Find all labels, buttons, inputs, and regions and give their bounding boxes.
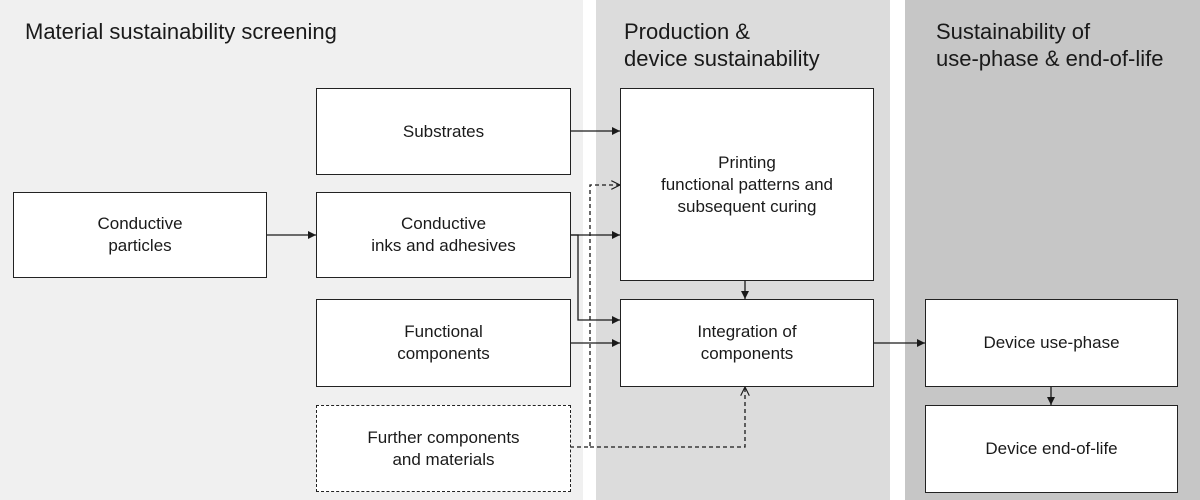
arrow-inks-to-integration bbox=[570, 234, 620, 324]
substrates-box: Substrates bbox=[316, 88, 571, 175]
material-screening-heading: Material sustainability screening bbox=[25, 19, 337, 44]
device-end-of-life-box: Device end-of-life bbox=[925, 405, 1178, 493]
conductive-inks-box: Conductive inks and adhesives bbox=[316, 192, 571, 278]
device-use-phase-box: Device use-phase bbox=[925, 299, 1178, 387]
integration-box: Integration of components bbox=[620, 299, 874, 387]
printing-box: Printing functional patterns and subsequ… bbox=[620, 88, 874, 281]
conductive-particles-box: Conductive particles bbox=[13, 192, 267, 278]
production-heading: Production & device sustainability bbox=[624, 19, 820, 71]
further-components-box: Further components and materials bbox=[316, 405, 571, 492]
dashed-arrow-further-to-printing bbox=[570, 185, 620, 448]
dashed-arrow-further-to-integration bbox=[590, 387, 745, 448]
functional-components-box: Functional components bbox=[316, 299, 571, 387]
use-phase-heading: Sustainability of use-phase & end-of-lif… bbox=[936, 19, 1164, 71]
